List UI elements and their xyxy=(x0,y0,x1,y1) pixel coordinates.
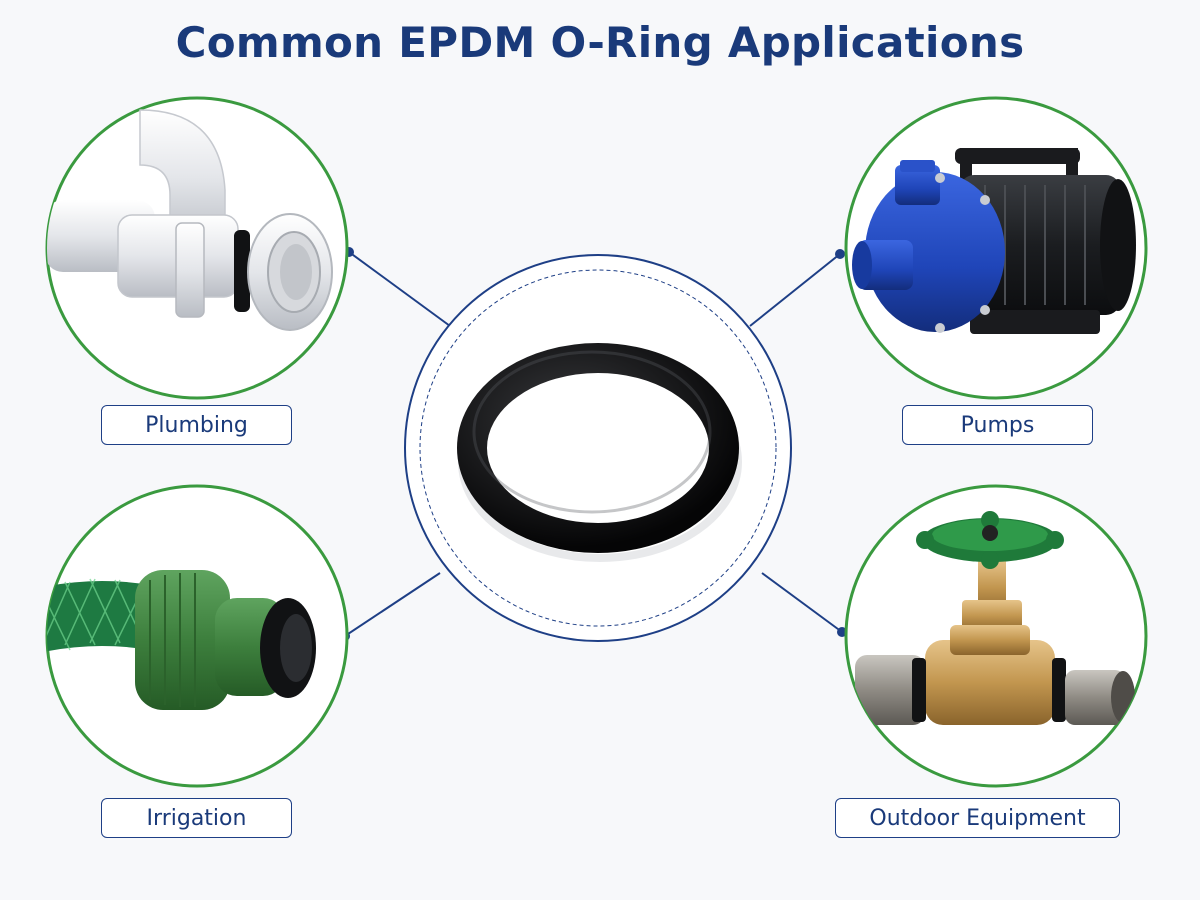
connector-plumbing xyxy=(348,251,451,327)
o-ring-icon xyxy=(457,343,742,562)
label-pumps: Pumps xyxy=(902,405,1093,445)
connector-outdoor xyxy=(761,572,843,633)
pvc-pipe-icon xyxy=(47,109,333,331)
garden-hose-icon xyxy=(47,570,316,710)
connector-dot xyxy=(835,249,845,259)
pumps-panel xyxy=(844,96,1148,400)
label-irrigation-text: Irrigation xyxy=(146,805,247,831)
irrigation-panel xyxy=(45,484,349,788)
label-outdoor-equipment: Outdoor Equipment xyxy=(835,798,1120,838)
water-pump-icon xyxy=(852,148,1136,334)
label-pumps-text: Pumps xyxy=(960,412,1035,438)
label-outdoor-equipment-text: Outdoor Equipment xyxy=(869,805,1086,831)
label-plumbing: Plumbing xyxy=(101,405,292,445)
label-plumbing-text: Plumbing xyxy=(145,412,248,438)
page-title: Common EPDM O-Ring Applications xyxy=(175,18,1025,67)
connector-irrigation xyxy=(344,572,441,637)
center-o-ring-panel xyxy=(404,254,792,642)
gate-valve-icon xyxy=(855,511,1135,725)
plumbing-panel xyxy=(45,96,349,400)
connector-lines xyxy=(344,251,843,637)
outdoor-equipment-panel xyxy=(844,484,1148,788)
label-irrigation: Irrigation xyxy=(101,798,292,838)
connector-pumps xyxy=(749,253,841,327)
connector-dot xyxy=(837,627,847,637)
